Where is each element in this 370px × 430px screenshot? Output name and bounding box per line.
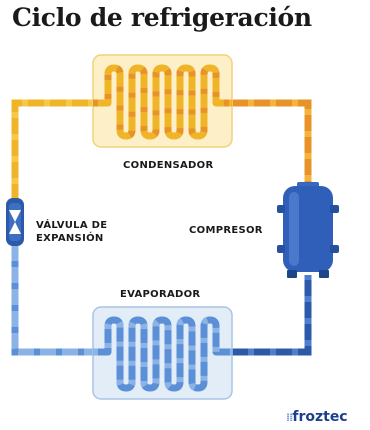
pipe-evaporator-to-compressor <box>232 275 312 356</box>
compressor-label: COMPRESOR <box>189 225 263 236</box>
valve-label-line1: VÁLVULA DE <box>36 220 108 231</box>
condenser <box>92 54 233 148</box>
brand-dots-icon: ⁞⁞ <box>286 411 293 424</box>
expansion-valve <box>6 198 24 246</box>
pipe-valve-to-condenser <box>11 99 93 200</box>
pipe-valve-to-evaporator <box>11 245 93 356</box>
evaporator-label: EVAPORADOR <box>120 289 201 300</box>
valve-bowtie-icon <box>9 210 21 234</box>
evaporator-coil <box>93 316 232 392</box>
valve-label-line2: EXPANSIÓN <box>36 233 104 244</box>
hot-pipe-segments <box>11 99 312 200</box>
brand-logo: ⁞⁞froztec <box>286 409 348 425</box>
compressor <box>277 182 339 278</box>
evaporator <box>92 306 233 400</box>
condenser-coil <box>93 64 232 140</box>
pipe-condenser-to-compressor <box>232 99 312 187</box>
page-title: Ciclo de refrigeración <box>12 3 312 32</box>
condenser-label: CONDENSADOR <box>123 160 214 171</box>
cold-pipe-segments <box>11 245 312 356</box>
brand-name: froztec <box>292 409 348 425</box>
